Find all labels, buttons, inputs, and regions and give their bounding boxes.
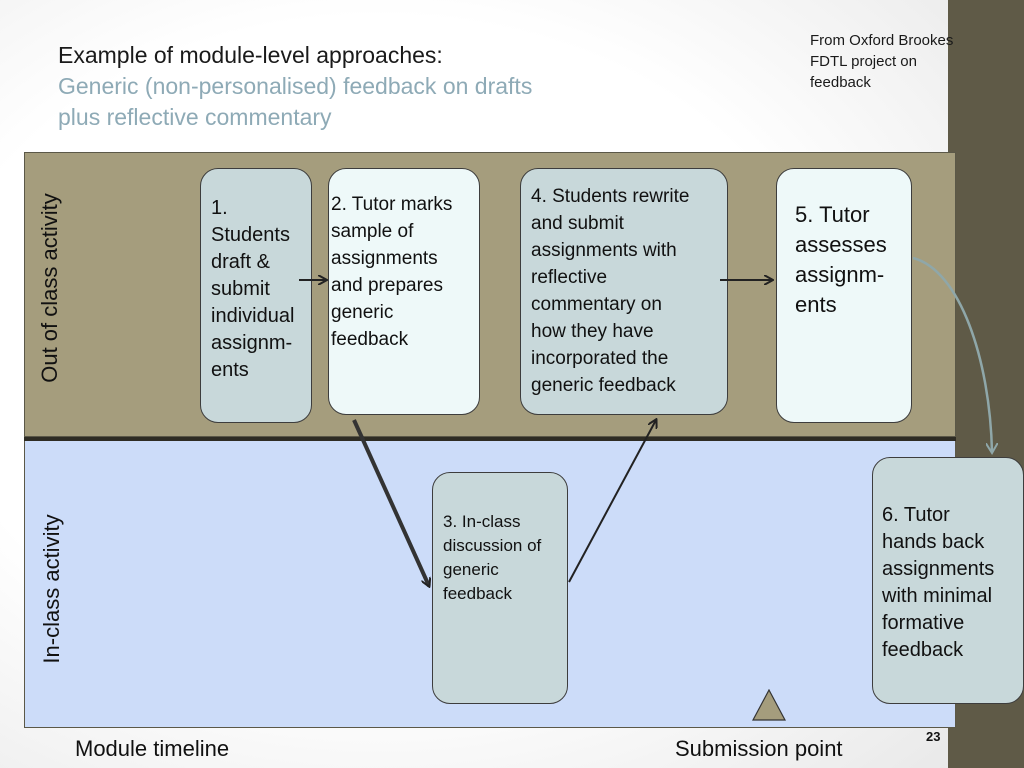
step-1-line: draft & bbox=[211, 251, 270, 273]
source-note: From Oxford Brookes FDTL project on feed… bbox=[810, 30, 985, 93]
step-4-line: commentary on bbox=[531, 294, 662, 315]
step-3-line: feedback bbox=[443, 584, 512, 603]
step-1-line: individual bbox=[211, 305, 295, 327]
step-1-line: ents bbox=[211, 359, 249, 381]
step-5-line: assesses bbox=[795, 232, 887, 257]
step-3-box: 3. In-class discussion of generic feedba… bbox=[432, 472, 568, 704]
step-2-line: generic bbox=[331, 302, 394, 323]
step-6-line: hands back bbox=[882, 531, 985, 553]
step-6-box: 6. Tutor hands back assignments with min… bbox=[872, 457, 1024, 704]
step-4-line: how they have bbox=[531, 321, 654, 342]
step-2-line: feedback bbox=[331, 329, 409, 350]
step-6-line: feedback bbox=[882, 639, 964, 661]
step-3-line: 3. In-class bbox=[443, 512, 521, 531]
step-4-line: assignments with bbox=[531, 240, 677, 261]
source-line-1: From Oxford Brookes bbox=[810, 32, 954, 49]
step-2-line: and prepares bbox=[331, 275, 443, 296]
module-timeline-label: Module timeline bbox=[75, 736, 230, 761]
step-1-line: 1. bbox=[211, 197, 228, 219]
step-2-box: 2. Tutor marks sample of assignments and… bbox=[328, 168, 480, 415]
step-4-line: 4. Students rewrite bbox=[531, 186, 690, 207]
step-1-line: submit bbox=[211, 278, 270, 300]
source-line-2: FDTL project on bbox=[810, 53, 917, 70]
step-6-line: 6. Tutor bbox=[882, 504, 950, 526]
arrow-2-to-3 bbox=[352, 419, 429, 586]
step-4-line: and submit bbox=[531, 213, 624, 234]
page-number: 23 bbox=[926, 729, 941, 744]
step-1-box: 1. Students draft & submit individual as… bbox=[200, 168, 312, 423]
step-1-line: Students bbox=[211, 224, 290, 246]
slide-title: Example of module-level approaches: Gene… bbox=[58, 40, 532, 133]
step-4-line: generic feedback bbox=[531, 375, 676, 396]
submission-point-label: Submission point bbox=[675, 736, 843, 761]
step-6-line: formative bbox=[882, 612, 965, 634]
step-1-line: assignm- bbox=[211, 332, 293, 354]
step-2-line: 2. Tutor marks bbox=[331, 194, 453, 215]
step-5-line: 5. Tutor bbox=[795, 202, 870, 227]
step-5-box: 5. Tutor assesses assignm- ents bbox=[776, 168, 912, 423]
step-4-line: incorporated the bbox=[531, 348, 669, 369]
submission-point-marker bbox=[752, 689, 786, 721]
step-6-line: with minimal bbox=[882, 585, 993, 607]
step-6-line: assignments bbox=[882, 558, 995, 580]
step-2-line: sample of bbox=[331, 221, 414, 242]
step-3-line: generic bbox=[443, 560, 499, 579]
title-line-2: Generic (non-personalised) feedback on d… bbox=[58, 73, 533, 99]
title-line-3: plus reflective commentary bbox=[58, 104, 332, 130]
band-divider bbox=[24, 437, 956, 441]
arrow-3-to-4 bbox=[568, 420, 656, 583]
arrow-5-to-6 bbox=[912, 256, 992, 452]
step-4-line: reflective bbox=[531, 267, 608, 288]
step-3-line: discussion of bbox=[443, 536, 542, 555]
step-5-line: ents bbox=[795, 292, 837, 317]
title-line-1: Example of module-level approaches: bbox=[58, 42, 443, 68]
step-4-box: 4. Students rewrite and submit assignmen… bbox=[520, 168, 728, 415]
source-line-3: feedback bbox=[810, 74, 871, 91]
step-2-line: assignments bbox=[331, 248, 438, 269]
step-5-line: assignm- bbox=[795, 262, 885, 287]
